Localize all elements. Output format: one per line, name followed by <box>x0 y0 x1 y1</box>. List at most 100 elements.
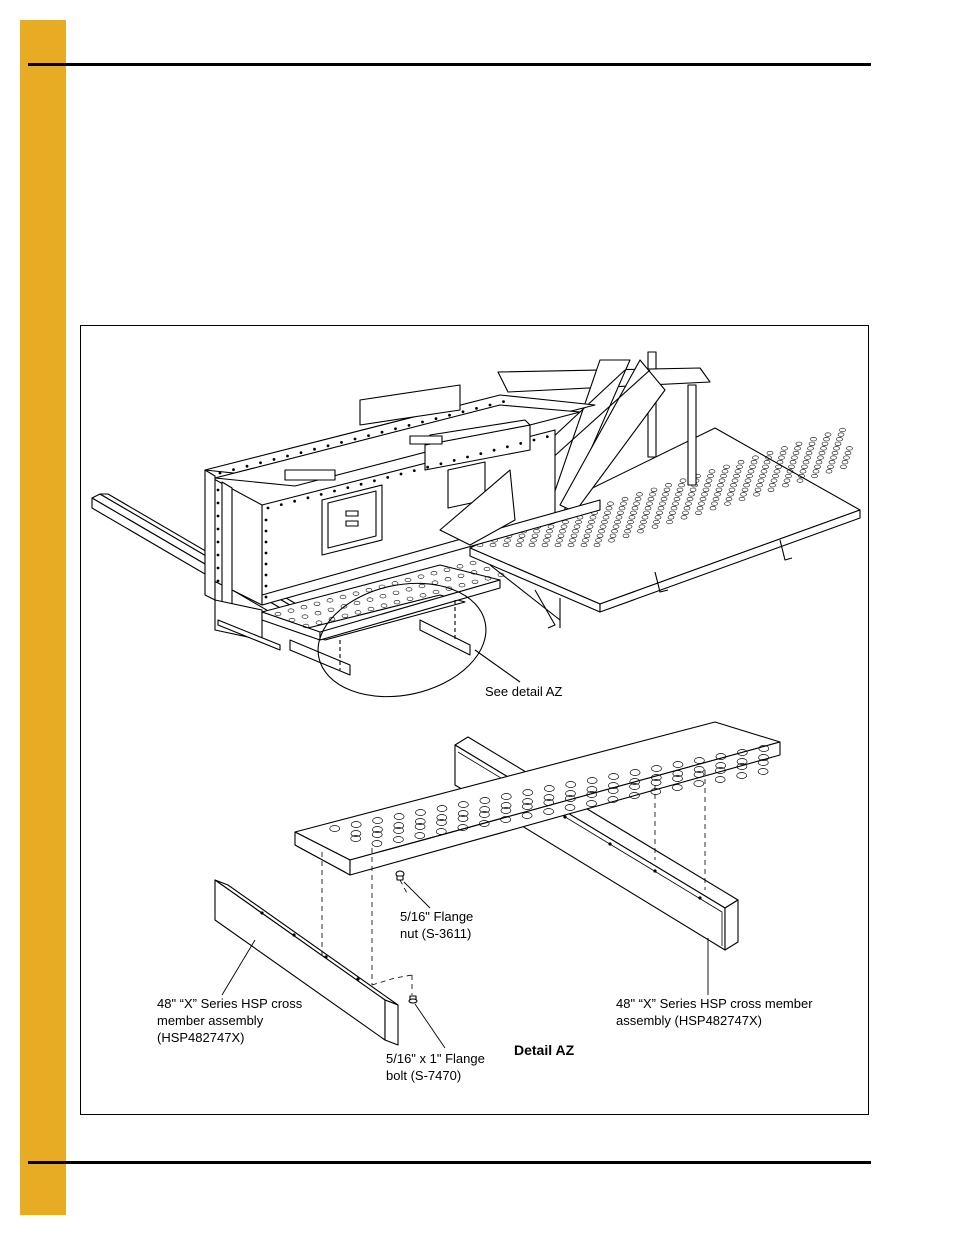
platform-hole <box>701 492 708 497</box>
platform-hole <box>667 515 675 520</box>
rivet <box>434 417 438 420</box>
grating-hole <box>457 810 469 817</box>
right-grating-platform <box>469 427 861 613</box>
platform-hole <box>789 460 797 465</box>
platform-hole <box>633 501 640 506</box>
grating-hole <box>414 818 426 825</box>
platform-hole <box>340 604 348 609</box>
grating-hole <box>436 805 448 812</box>
platform-hole <box>669 510 676 515</box>
platform-hole <box>686 496 694 502</box>
platform-hole <box>737 460 745 465</box>
platform-hole <box>763 460 771 465</box>
grating-hole <box>650 774 662 781</box>
platform-hole <box>432 589 440 595</box>
rivet <box>264 584 268 588</box>
platform-hole <box>646 501 653 506</box>
platform-hole <box>586 524 594 529</box>
platform-hole <box>628 515 636 520</box>
rivet <box>259 461 262 465</box>
figure-frame <box>80 325 869 1115</box>
grating-hole <box>693 766 705 773</box>
platform-hole <box>759 473 766 479</box>
platform-hole <box>727 492 734 497</box>
rivet <box>367 434 370 437</box>
platform-hole <box>760 469 768 474</box>
platform-hole <box>588 519 595 525</box>
platform-hole <box>772 473 779 479</box>
platform-hole <box>709 506 717 511</box>
rivet <box>299 451 303 454</box>
bolt-hole <box>608 842 612 846</box>
grating-hole <box>607 796 619 803</box>
platform-hole <box>380 603 388 608</box>
housing-box <box>204 384 601 651</box>
platform-hole <box>650 487 658 492</box>
platform-hole <box>622 533 630 538</box>
platform-hole <box>533 529 540 534</box>
rivet <box>346 486 350 489</box>
platform-hole <box>804 455 811 460</box>
platform-hole <box>288 617 296 623</box>
platform-hole <box>644 506 652 511</box>
platform-hole <box>404 577 412 583</box>
rivet <box>412 469 416 472</box>
platform-hole <box>627 519 634 525</box>
platform-hole <box>654 515 662 520</box>
platform-hole <box>660 496 668 502</box>
platform-hole <box>596 533 604 538</box>
rivet <box>264 551 268 555</box>
platform-hole <box>612 524 620 529</box>
grating-hole <box>758 745 770 752</box>
platform-hole <box>736 464 743 469</box>
rivet <box>502 400 505 403</box>
platform-hole <box>723 464 730 469</box>
grating-hole <box>586 791 598 798</box>
rivet <box>439 462 443 466</box>
platform-hole <box>326 598 334 603</box>
grating-hole <box>479 811 490 818</box>
grating-hole <box>500 793 512 800</box>
platform-hole <box>313 601 321 606</box>
platform-hole <box>497 572 505 578</box>
platform-hole <box>843 455 850 460</box>
grating-hole <box>393 822 405 829</box>
platform-hole <box>647 496 655 502</box>
grating-hole <box>736 772 748 779</box>
platform-hole <box>365 588 373 593</box>
platform-hole <box>621 496 629 502</box>
platform-hole <box>805 450 813 456</box>
platform-hole <box>300 605 308 610</box>
platform-hole <box>752 455 759 460</box>
platform-hole <box>828 460 836 465</box>
platform-hole <box>688 492 695 497</box>
rivet <box>264 562 268 566</box>
grating-hole <box>672 761 684 768</box>
platform-hole <box>659 501 666 506</box>
rivet <box>264 573 268 577</box>
rivet <box>264 540 268 544</box>
platform-hole <box>837 432 845 437</box>
grating-hole <box>629 783 640 790</box>
grating-hole <box>715 762 727 769</box>
platform-hole <box>458 583 466 588</box>
grating-hole <box>629 778 641 785</box>
platform-hole <box>301 614 309 619</box>
platform-hole <box>653 519 660 525</box>
platform-hole <box>620 501 627 506</box>
platform-hole <box>602 515 610 520</box>
platform-hole <box>731 478 739 483</box>
grating-hole <box>586 800 597 807</box>
grating-hole <box>393 836 404 843</box>
grating-hole <box>329 825 341 832</box>
rivet <box>373 479 376 483</box>
grating-hole <box>436 819 447 826</box>
platform-hole <box>786 469 794 474</box>
rivet <box>475 407 478 410</box>
platform-hole <box>405 587 413 592</box>
grating-hole <box>736 758 748 765</box>
grating-hole <box>521 812 533 819</box>
grating-hole <box>543 808 554 815</box>
platform-hole <box>808 441 816 446</box>
platform-hole <box>749 464 756 469</box>
